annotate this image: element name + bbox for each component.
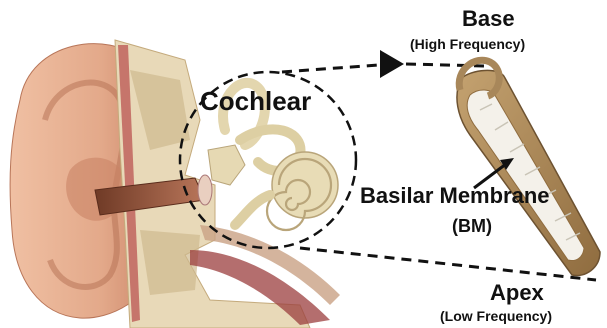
ossicles	[208, 145, 245, 185]
connector-bottom-line	[300, 248, 596, 280]
connector-arrowhead	[380, 50, 404, 78]
basilar-membrane-label: Basilar Membrane	[360, 183, 550, 209]
unrolled-cochlea-model	[457, 60, 600, 275]
apex-label: Apex	[490, 280, 544, 306]
base-sub-label: (High Frequency)	[410, 36, 525, 52]
eardrum	[198, 175, 212, 205]
apex-sub-label: (Low Frequency)	[440, 308, 552, 324]
cochlear-label: Cochlear	[200, 86, 311, 117]
connector-top-line	[282, 64, 392, 72]
cochlea-spiral	[235, 152, 338, 230]
bm-abbrev-label: (BM)	[452, 216, 492, 237]
base-label: Base	[462, 6, 515, 32]
